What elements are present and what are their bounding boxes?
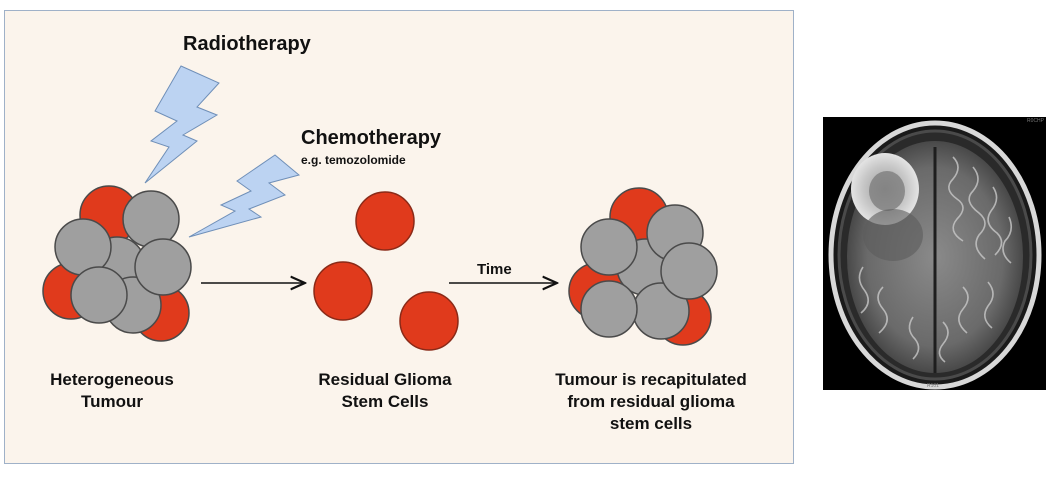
recapitulated-label-line: stem cells bbox=[609, 414, 693, 433]
residual-label-line: Stem Cells bbox=[341, 392, 429, 411]
chemotherapy-title: Chemotherapy bbox=[301, 127, 442, 149]
diagram-panel: Radiotherapy Chemotherapy e.g. temozolom… bbox=[4, 10, 794, 464]
tumour-lesion-core bbox=[869, 171, 905, 211]
heterogeneous-tumour-label: Heterogeneous Tumour bbox=[27, 369, 197, 413]
mri-corner-mark: R0CHP bbox=[1027, 118, 1044, 124]
residual-stem-cells-label: Residual Glioma Stem Cells bbox=[295, 369, 475, 413]
diagram-canvas bbox=[42, 65, 718, 351]
tumour-cell bbox=[70, 266, 128, 324]
brain-gyri bbox=[858, 156, 1013, 363]
tumour-edema bbox=[863, 209, 923, 261]
tumour-cell bbox=[580, 218, 638, 276]
brain-mri-scan bbox=[828, 120, 1042, 390]
stem-cell bbox=[399, 291, 459, 351]
recapitulated-label-line: from residual glioma bbox=[567, 392, 735, 411]
mri-bottom-mark: R101 bbox=[927, 383, 939, 389]
chemotherapy-example: e.g. temozolomide bbox=[301, 153, 406, 167]
tumour-cell bbox=[580, 280, 638, 338]
radiotherapy-lightning-icon bbox=[144, 65, 220, 184]
heterogeneous-label-line: Heterogeneous bbox=[50, 370, 174, 389]
radiotherapy-title: Radiotherapy bbox=[183, 33, 311, 55]
chemotherapy-lightning-icon bbox=[188, 154, 301, 238]
recapitulated-tumour-label: Tumour is recapitulated from residual gl… bbox=[533, 369, 769, 435]
heterogeneous-label-line: Tumour bbox=[80, 392, 143, 411]
heterogeneous-tumour-cluster bbox=[42, 185, 192, 342]
tumour-cell bbox=[122, 190, 180, 248]
stem-cell bbox=[355, 191, 415, 251]
recapitulated-label-line: Tumour is recapitulated bbox=[555, 370, 747, 389]
time-label: Time bbox=[477, 261, 512, 278]
recapitulated-tumour-cluster bbox=[568, 187, 718, 346]
tumour-cell bbox=[134, 238, 192, 296]
residual-stem-cells bbox=[313, 191, 459, 351]
tumour-cell bbox=[660, 242, 718, 300]
residual-label-line: Residual Glioma bbox=[318, 370, 452, 389]
brain-mri-image: R0CHP R101 bbox=[823, 117, 1046, 390]
stem-cell bbox=[313, 261, 373, 321]
